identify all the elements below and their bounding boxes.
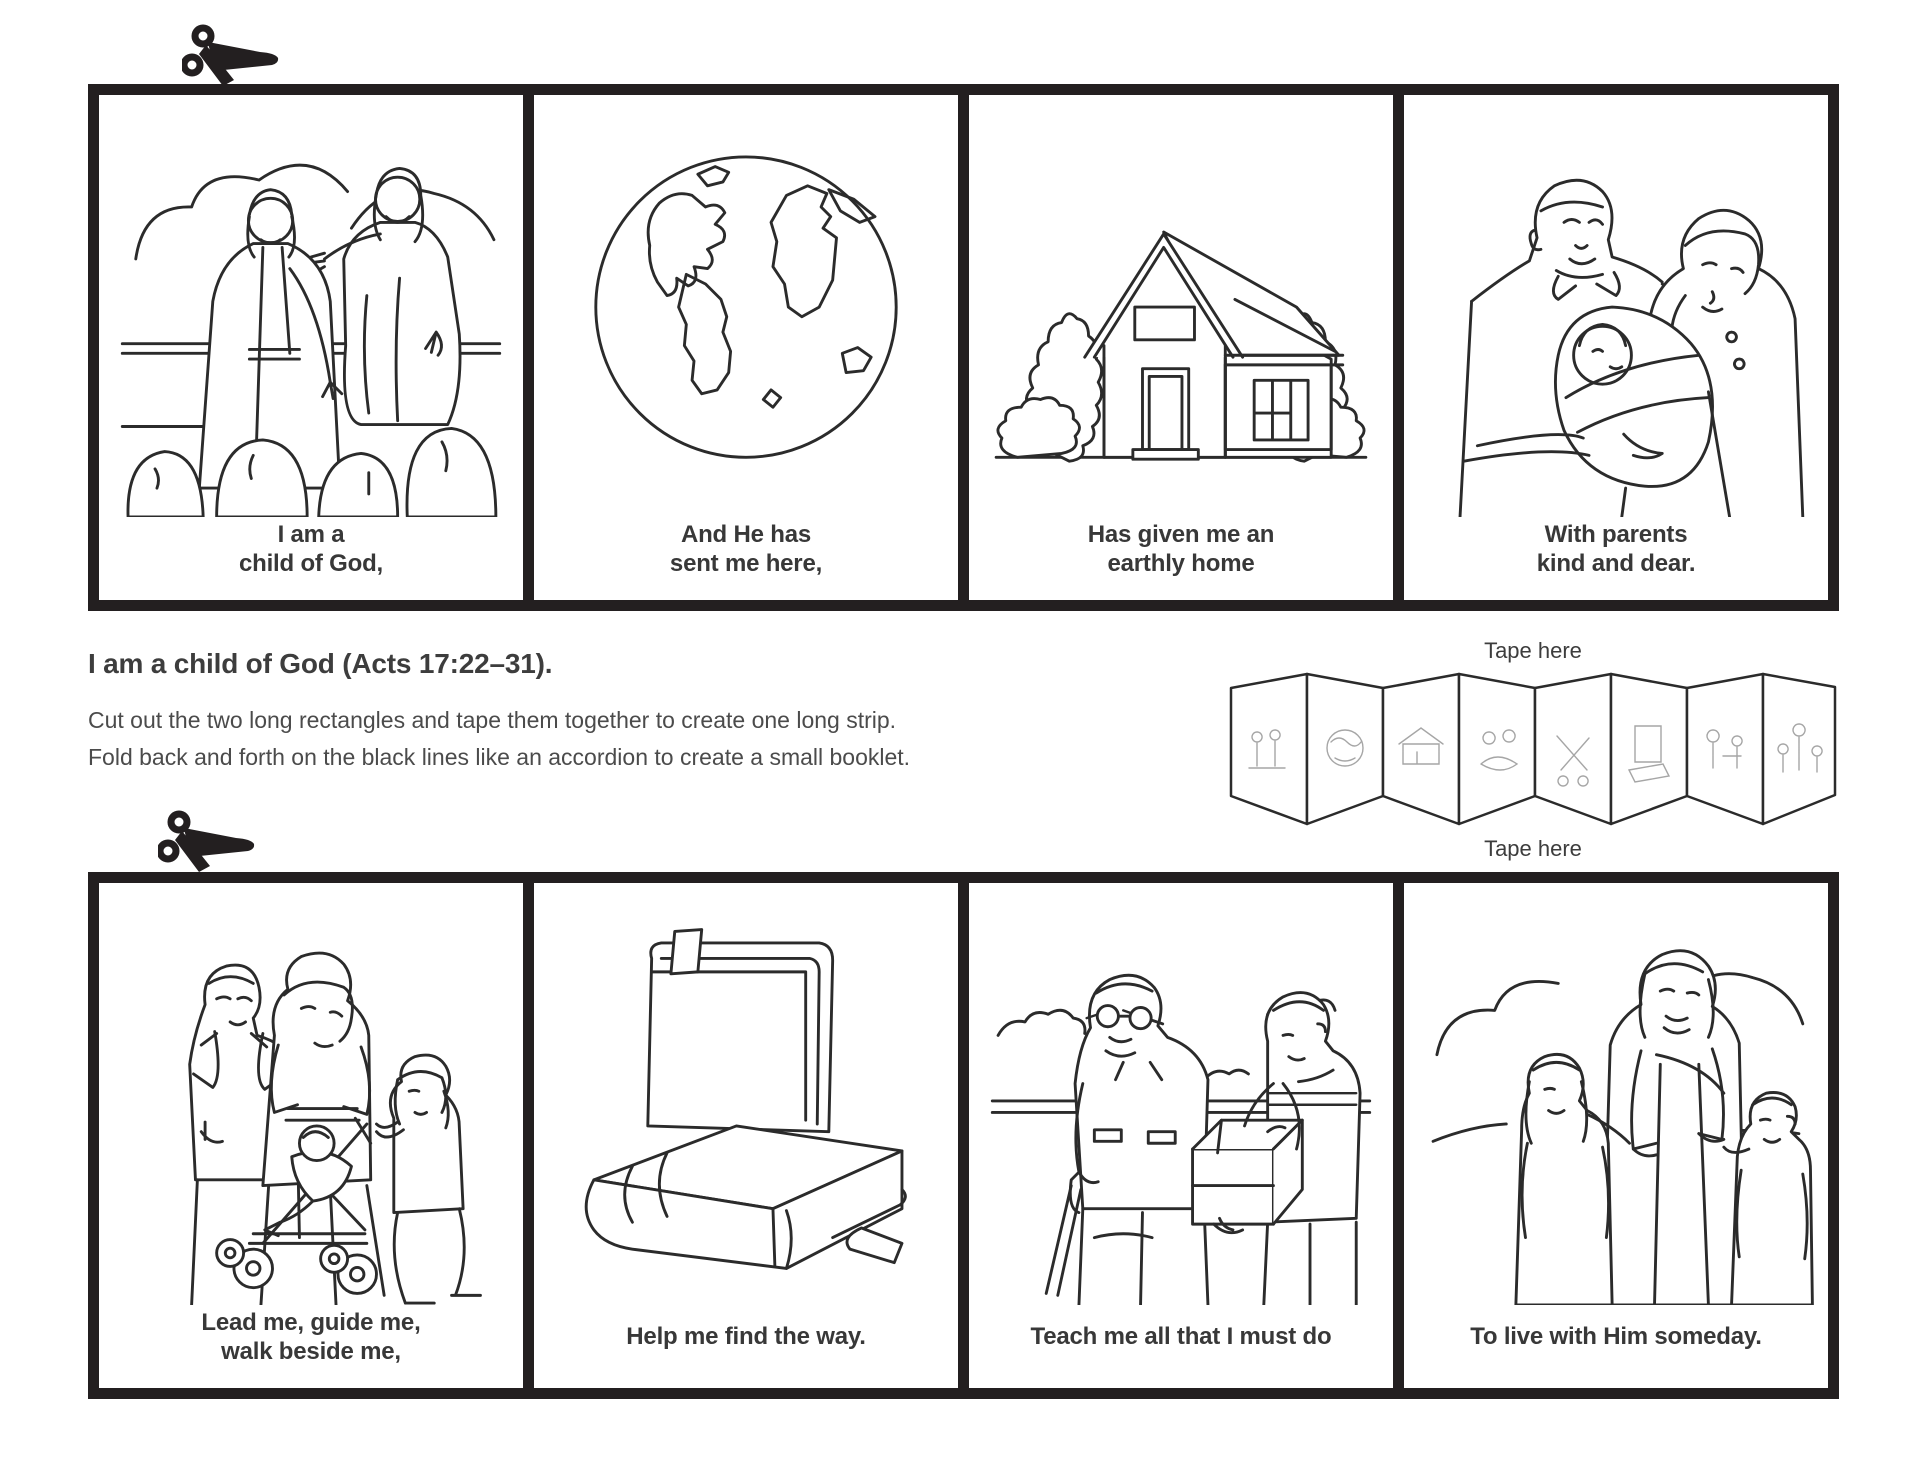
caption-line: Has given me an <box>1087 520 1275 548</box>
accordion-strip-illustration <box>1229 672 1837 826</box>
caption-line: Teach me all that I must do <box>1030 1323 1332 1350</box>
booklet-strip-top: I am a child of God, And He has sent me … <box>88 84 1839 611</box>
accordion-booklet-figure: Tape here Tape here <box>1226 638 1840 862</box>
illustration-earth-globe <box>534 95 958 517</box>
caption-line: With parents <box>1544 520 1688 548</box>
caption-line: kind and dear. <box>1536 549 1696 577</box>
caption-line: walk beside me, <box>221 1337 401 1365</box>
caption-line: child of God, <box>238 549 384 577</box>
illustration-parents-holding-baby <box>1404 95 1828 517</box>
panel-caption: And He has sent me here, <box>670 517 822 580</box>
panel-caption: I am a child of God, <box>239 517 383 580</box>
illustration-jesus-teaching-children <box>99 95 523 517</box>
illustration-family-with-stroller <box>99 883 523 1305</box>
panel-caption: Lead me, guide me, walk beside me, <box>201 1305 420 1368</box>
booklet-strip-bottom: Lead me, guide me, walk beside me, Help … <box>88 872 1839 1399</box>
panel-caption: Teach me all that I must do <box>1031 1305 1332 1368</box>
caption-line: Lead me, guide me, <box>201 1308 421 1336</box>
page-title: I am a child of God (Acts 17:22–31). <box>88 648 553 679</box>
booklet-panel: With parents kind and dear. <box>1404 95 1828 600</box>
panel-caption: To live with Him someday. <box>1470 1305 1762 1368</box>
caption-line: And He has <box>680 520 811 548</box>
panel-caption: With parents kind and dear. <box>1537 517 1696 580</box>
caption-line: sent me here, <box>669 549 823 577</box>
caption-line: earthly home <box>1107 549 1255 577</box>
panel-caption: Has given me an earthly home <box>1087 517 1275 580</box>
booklet-panel: Lead me, guide me, walk beside me, <box>99 883 523 1388</box>
tape-here-label-top: Tape here <box>1484 638 1582 663</box>
tape-here-label-bottom: Tape here <box>1484 836 1582 861</box>
booklet-panel: Has given me an earthly home <box>969 95 1393 600</box>
illustration-scripture-books <box>534 883 958 1305</box>
booklet-panel: Help me find the way. <box>534 883 958 1388</box>
illustration-boy-helping-elderly-man <box>969 883 1393 1305</box>
scissors-icon <box>180 24 282 88</box>
scissors-icon <box>156 810 258 874</box>
booklet-panel: And He has sent me here, <box>534 95 958 600</box>
caption-line: I am a <box>277 520 345 548</box>
instructions-text: Cut out the two long rectangles and tape… <box>88 702 1068 776</box>
illustration-house <box>969 95 1393 517</box>
caption-line: To live with Him someday. <box>1470 1323 1762 1350</box>
illustration-jesus-with-children <box>1404 883 1828 1305</box>
panel-caption: Help me find the way. <box>626 1305 866 1368</box>
instructions-line-1: Cut out the two long rectangles and tape… <box>88 707 897 733</box>
instructions-line-2: Fold back and forth on the black lines l… <box>88 744 911 770</box>
caption-line: Help me find the way. <box>626 1323 866 1350</box>
booklet-panel: I am a child of God, <box>99 95 523 600</box>
booklet-panel: To live with Him someday. <box>1404 883 1828 1388</box>
booklet-panel: Teach me all that I must do <box>969 883 1393 1388</box>
